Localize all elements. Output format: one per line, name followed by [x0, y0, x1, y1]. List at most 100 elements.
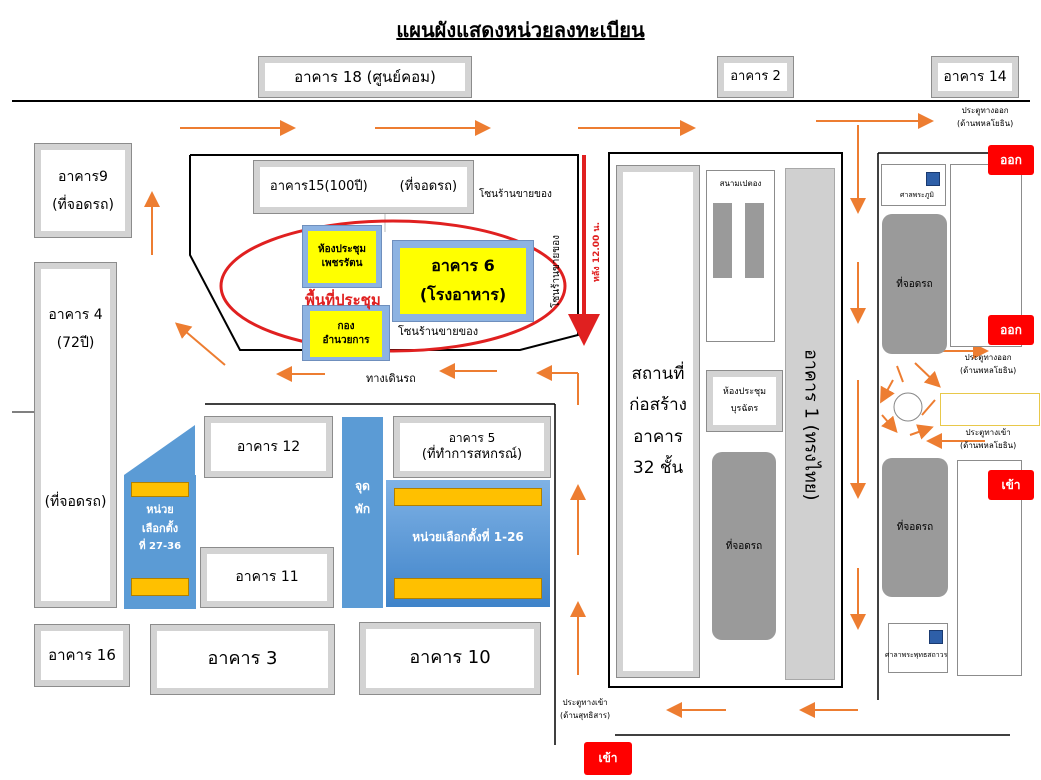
parking-right-top[interactable]: ที่จอดรถ: [882, 214, 947, 354]
building-15-parking: (ที่จอดรถ): [399, 179, 458, 195]
building-18[interactable]: อาคาร 18 (ศูนย์คอม): [258, 56, 472, 98]
building-2[interactable]: อาคาร 2: [717, 56, 794, 98]
building-18-label: อาคาร 18 (ศูนย์คอม): [294, 67, 436, 86]
room-phetcharat-name: เพชรรัตน: [321, 258, 363, 269]
parking-right-bottom[interactable]: ที่จอดรถ: [882, 458, 948, 597]
shop-zone-bottom: โซนร้านขายของ: [398, 325, 479, 338]
shrine-top-label: ศาลพระภูมิ: [900, 191, 935, 199]
orange-arrows: [144, 113, 989, 718]
meeting-area-ring: [219, 219, 567, 353]
room-phetcharat-label: ห้องประชุม: [318, 244, 366, 255]
shrine-top[interactable]: ศาลพระภูมิ: [881, 164, 946, 206]
unit-1-26-bar-top: [394, 488, 542, 506]
construction-site[interactable]: สถานที่ ก่อสร้าง อาคาร 32 ชั้น: [616, 165, 700, 678]
room-phetcharat: ห้องประชุม เพชรรัตน: [308, 231, 376, 283]
meeting-area-label: พื้นที่ประชุม: [305, 291, 381, 309]
rest-point[interactable]: จุด พัก: [342, 417, 383, 608]
building-15[interactable]: อาคาร15(100ปี) (ที่จอดรถ): [253, 160, 474, 214]
gate-out-top-l2: (ด้านพหลโยธิน): [957, 118, 1014, 128]
unit-1-26-label: หน่วยเลือกตั้งที่ 1-26: [412, 530, 524, 544]
shrine-bottom[interactable]: ศาลาพระพุทธสถาวร: [885, 623, 948, 673]
building-6: อาคาร 6 (โรงอาหาร): [400, 248, 526, 314]
room-phetcharat-box[interactable]: ห้องประชุม เพชรรัตน: [302, 225, 382, 288]
right-yellow-strip: [940, 393, 1040, 426]
unit-1-26-block[interactable]: หน่วยเลือกตั้งที่ 1-26: [386, 480, 550, 607]
building-3[interactable]: อาคาร 3: [150, 624, 335, 695]
building-16-label: อาคาร 16: [48, 646, 116, 665]
gate-out-top: ประตูทางออก (ด้านพหลโยธิน): [957, 105, 1013, 131]
building-5[interactable]: อาคาร 5 (ที่ทำการสหกรณ์): [393, 416, 551, 478]
exit-badge-top[interactable]: ออก: [988, 145, 1034, 175]
building-9-label: อาคาร9: [58, 168, 108, 185]
petanque-court-1: [713, 203, 732, 278]
building-11-label: อาคาร 11: [235, 569, 299, 586]
gate-in-right: ประตูทางเข้า (ด้านพหลโยธิน): [960, 427, 1016, 453]
building-9[interactable]: อาคาร9 (ที่จอดรถ): [34, 143, 132, 238]
building-6-label: อาคาร 6: [431, 256, 495, 276]
building-2-label: อาคาร 2: [730, 69, 781, 85]
rest-point-l1: จุด: [355, 478, 370, 493]
building-4-parking: (ที่จอดรถ): [44, 494, 107, 510]
construction-l1: สถานที่: [631, 363, 685, 384]
rest-point-l2: พัก: [354, 501, 371, 516]
walkway-label: ทางเดินรถ: [366, 372, 416, 385]
petanque-court-2: [745, 203, 764, 278]
building-10-label: อาคาร 10: [409, 647, 491, 669]
petanque-field-label: สนามเปตอง: [719, 179, 762, 188]
construction-l3: อาคาร: [633, 426, 683, 447]
building-12[interactable]: อาคาร 12: [204, 416, 333, 478]
room-burachat-name: บุรฉัตร: [730, 404, 759, 414]
building-15-label: อาคาร15(100ปี): [269, 179, 368, 195]
parking-right-bottom-label: ที่จอดรถ: [896, 522, 934, 533]
entrance-badge-right[interactable]: เข้า: [988, 470, 1034, 500]
entrance-badge-bottom[interactable]: เข้า: [584, 742, 632, 775]
building-5-sub: (ที่ทำการสหกรณ์): [421, 447, 523, 463]
building-1[interactable]: อาคาร 1 (ทรงไทย): [785, 168, 835, 680]
parking-center[interactable]: ที่จอดรถ: [712, 452, 776, 640]
unit-27-36-l1: หน่วย: [146, 503, 174, 516]
petanque-field[interactable]: สนามเปตอง: [706, 170, 775, 342]
kong-amnuaykan-box[interactable]: กอง อำนวยการ: [302, 305, 390, 361]
parking-right-top-label: ที่จอดรถ: [896, 278, 933, 290]
building-4[interactable]: อาคาร 4 (72ปี) (ที่จอดรถ): [34, 262, 117, 608]
unit-27-36-bar-top: [131, 482, 189, 497]
gate-in-bottom-l1: ประตูทางเข้า: [562, 698, 608, 707]
kong-sub: อำนวยการ: [322, 335, 370, 346]
room-burachat-label: ห้องประชุม: [722, 386, 767, 397]
building-14[interactable]: อาคาร 14: [931, 56, 1019, 98]
building-4-sub: (72ปี): [56, 335, 95, 351]
parking-center-label: ที่จอดรถ: [725, 540, 763, 552]
building-5-label: อาคาร 5: [448, 431, 496, 446]
building-16[interactable]: อาคาร 16: [34, 624, 130, 687]
building-1-label: อาคาร 1 (ทรงไทย): [800, 349, 822, 501]
gate-out-mid-l1: ประตูทางออก: [964, 353, 1012, 362]
meeting-zone-outline: [189, 154, 579, 351]
building-6-box[interactable]: อาคาร 6 (โรงอาหาร): [392, 240, 534, 322]
gate-out-mid: ประตูทางออก (ด้านพหลโยธิน): [960, 352, 1016, 378]
gate-in-right-l2: (ด้านพหลโยธิน): [960, 440, 1017, 450]
room-burachat[interactable]: ห้องประชุม บุรฉัตร: [706, 370, 783, 432]
page-title: แผนผังแสดงหน่วยลงทะเบียน: [396, 18, 645, 42]
building-10[interactable]: อาคาร 10: [359, 622, 541, 695]
unit-27-36-block[interactable]: หน่วย เลือกตั้ง ที่ 27-36: [124, 475, 196, 609]
construction-zone-outline: [608, 152, 843, 688]
construction-l4: 32 ชั้น: [632, 457, 684, 478]
gate-in-bottom: ประตูทางเข้า (ด้านสุทธิสาร): [560, 697, 610, 723]
building-9-parking: (ที่จอดรถ): [52, 196, 114, 213]
shrine-bottom-icon: [929, 630, 943, 644]
gate-out-mid-l2: (ด้านพหลโยธิน): [960, 365, 1017, 375]
exit-badge-mid[interactable]: ออก: [988, 315, 1034, 345]
unit-27-36-l2: เลือกตั้ง: [141, 521, 179, 535]
building-4-label: อาคาร 4: [48, 307, 103, 323]
shop-zone-top: โซนร้านขายของ: [479, 189, 552, 200]
gate-out-top-l1: ประตูทางออก: [961, 106, 1009, 115]
building-6-sub: (โรงอาหาร): [419, 285, 507, 304]
building-11[interactable]: อาคาร 11: [200, 547, 334, 608]
after-noon-label: หลัง 12.00 น.: [592, 222, 602, 283]
unit-27-36-l3: ที่ 27-36: [138, 541, 182, 553]
building-12-label: อาคาร 12: [236, 438, 301, 455]
kong-label: กอง: [337, 321, 355, 332]
shrine-top-icon: [926, 172, 940, 186]
unit-27-36-text: หน่วย เลือกตั้ง ที่ 27-36: [124, 501, 196, 555]
gate-in-bottom-l2: (ด้านสุทธิสาร): [560, 710, 611, 720]
